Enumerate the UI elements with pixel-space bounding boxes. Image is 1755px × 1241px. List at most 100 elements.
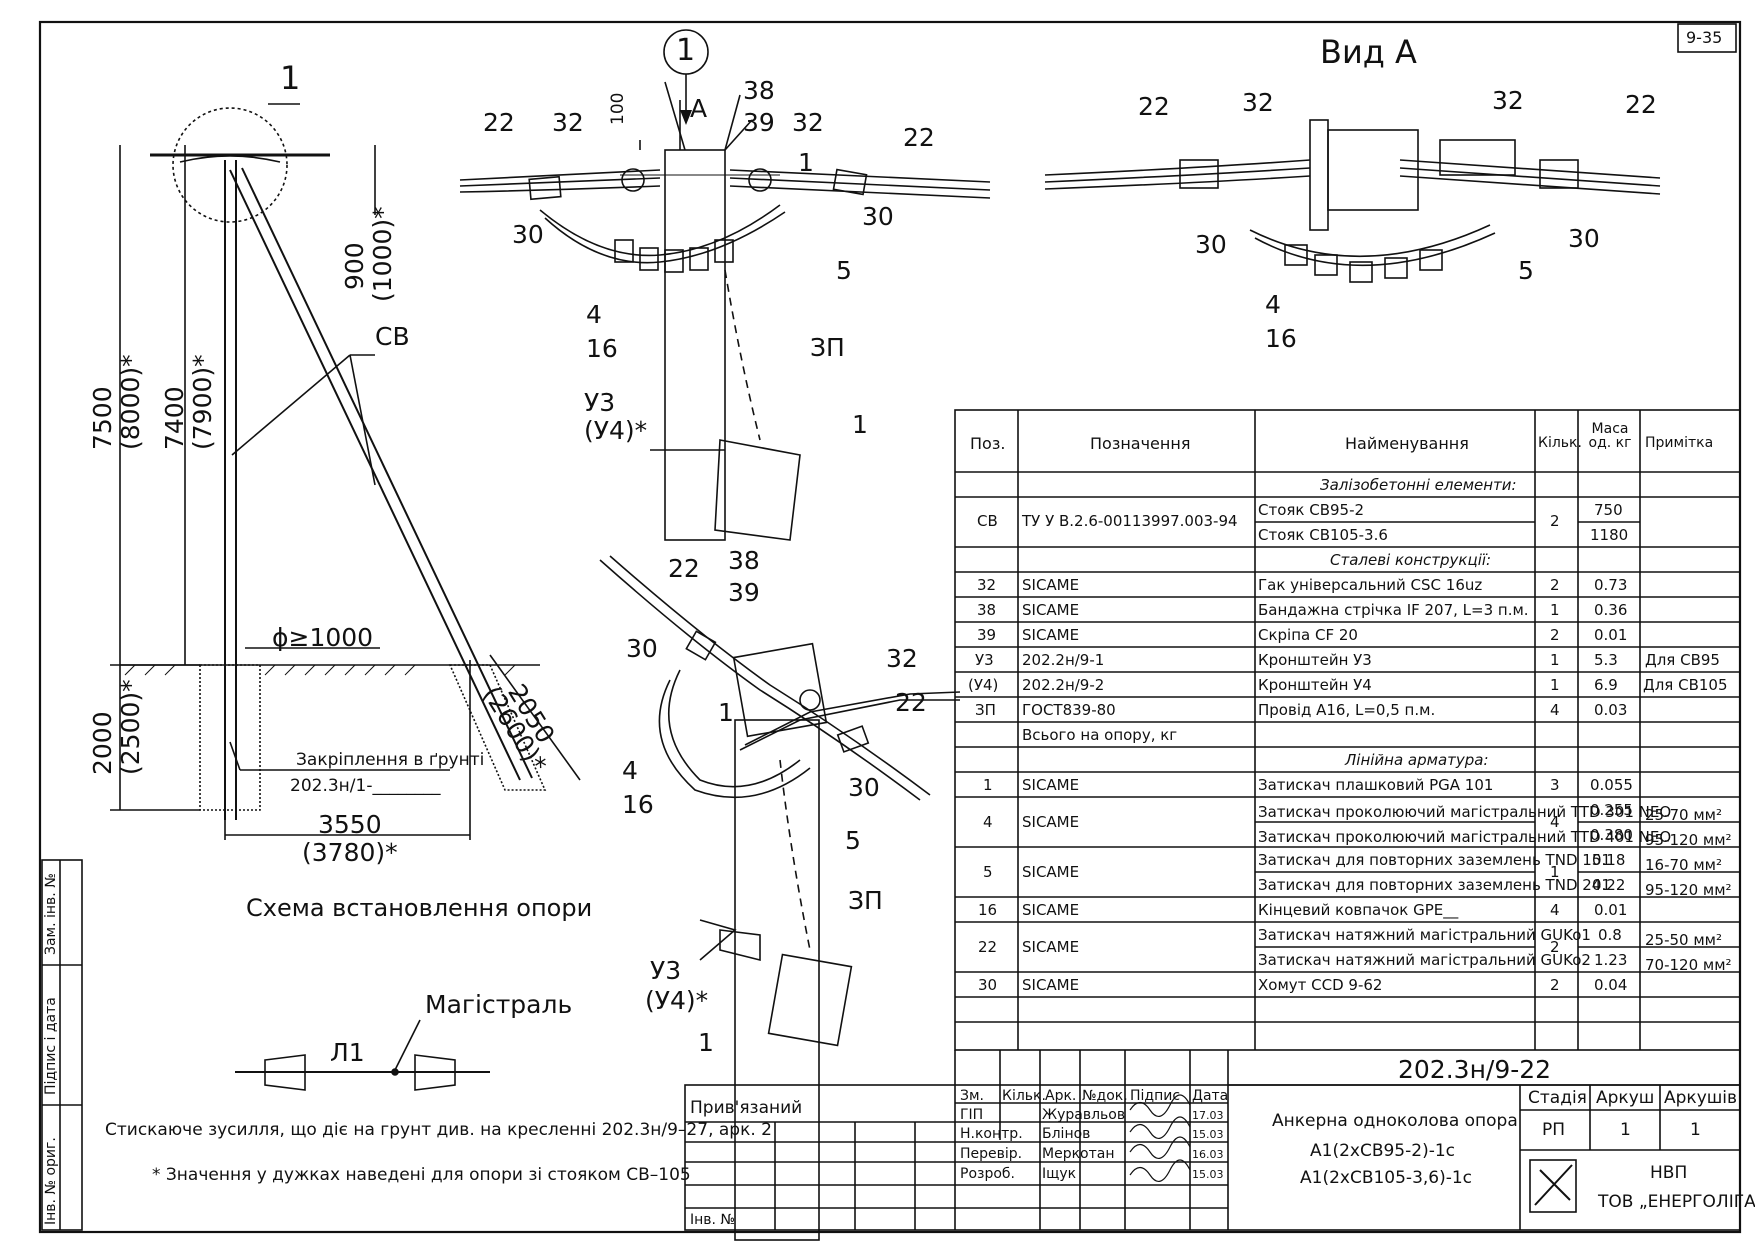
spec-row-mass: 0.18	[1592, 851, 1626, 869]
bd-label-4: 4	[622, 756, 638, 785]
cb-label: СВ	[375, 322, 410, 351]
td-label-100: 100	[608, 92, 628, 125]
tb-desc-2: А1(2хСВ95-2)-1с	[1310, 1141, 1455, 1161]
spec-row-pos: 39	[977, 626, 997, 644]
spec-row-note: 95-120 мм²	[1645, 881, 1732, 899]
spec-row-note: 25-70 мм²	[1645, 806, 1722, 824]
td-label-1a: 1	[798, 148, 814, 177]
tb-col-doc: №док.	[1082, 1088, 1128, 1104]
spec-row-name: Скріпа CF 20	[1258, 626, 1358, 644]
tb-date: 15.03	[1192, 1128, 1224, 1141]
spec-row-qty: 4	[1550, 901, 1560, 919]
spec-row-qty: 1	[1550, 676, 1560, 694]
spec-row-name: Бандажна стрічка IF 207, L=3 п.м.	[1258, 601, 1529, 619]
spec-row-pos: 5	[983, 863, 993, 881]
spec-row-name: Кінцевий ковпачок GPE__	[1258, 901, 1459, 919]
bound-label: Прив'язаний	[690, 1098, 803, 1118]
spec-row-name: Кронштейн У4	[1258, 676, 1372, 694]
spec-header-name: Найменування	[1345, 434, 1469, 453]
spec-row-pos: СВ	[977, 512, 998, 530]
spec-row-mass: 0.255	[1590, 801, 1633, 819]
spec-row-mass: 1.23	[1594, 951, 1628, 969]
bd-label-32: 32	[886, 644, 918, 673]
spec-row-pos: (У4)	[968, 676, 999, 694]
dim-900: 900	[340, 242, 369, 290]
td-label-zp: ЗП	[810, 333, 845, 362]
spec-row-des: SICAME	[1022, 626, 1080, 644]
spec-row-pos: У3	[975, 651, 994, 669]
tb-person: Меркотан	[1042, 1146, 1115, 1162]
dim-1000: (1000)*	[368, 206, 397, 302]
spec-row-pos: 16	[978, 901, 998, 919]
spec-row-qty: 1	[1550, 863, 1560, 881]
va-label-22a: 22	[1138, 92, 1170, 121]
tb-col-zm: Зм.	[960, 1088, 984, 1104]
spec-row-note: 70-120 мм²	[1645, 956, 1732, 974]
view-a-detail	[1044, 119, 1661, 283]
spec-row-pos: 38	[977, 601, 997, 619]
td-label-38: 38	[743, 76, 775, 105]
spec-row-name: Затискач для повторних заземлень TND 241	[1258, 876, 1611, 894]
spec-row-des: SICAME	[1022, 901, 1080, 919]
spec-section-line: Лінійна арматура:	[1345, 751, 1489, 769]
tb-person: Журавльов	[1042, 1107, 1126, 1123]
td-label-32b: 32	[792, 108, 824, 137]
td-label-1b: 1	[852, 410, 868, 439]
spec-row-des: SICAME	[1022, 976, 1080, 994]
bd-label-22a: 22	[668, 554, 700, 583]
spec-row-mass: 0.055	[1590, 776, 1633, 794]
spec-header-pos: Поз.	[970, 434, 1006, 453]
spec-row-name: Хомут CCD 9-62	[1258, 976, 1383, 994]
tb-stage-h: Стадія	[1528, 1088, 1587, 1108]
va-label-16: 16	[1265, 324, 1297, 353]
bd-label-39: 39	[728, 578, 760, 607]
spec-row-note: 95-120 мм²	[1645, 831, 1732, 849]
tb-date: 17.03	[1192, 1109, 1224, 1122]
td-label-30a: 30	[512, 220, 544, 249]
spec-row-qty: 1	[1550, 601, 1560, 619]
spec-row-qty: 2	[1550, 576, 1560, 594]
spec-row-pos: 4	[983, 813, 993, 831]
spec-row-name: Затискач проколюючий магістральний TTD 4…	[1258, 828, 1672, 846]
magistral-title: Магістраль	[425, 990, 573, 1019]
tb-stage: РП	[1542, 1120, 1566, 1140]
magistral-line: Л1	[330, 1038, 365, 1067]
signature-scribbles	[1129, 1094, 1191, 1182]
scheme-callout: 1	[280, 59, 301, 97]
stamp-sign-date: Підпис і дата	[43, 997, 59, 1095]
spec-row-pos: ЗП	[975, 701, 996, 719]
tb-sheets-h: Аркушів	[1664, 1088, 1738, 1108]
tb-date: 15.03	[1192, 1168, 1224, 1181]
td-label-16: 16	[586, 334, 618, 363]
spec-row-name: Затискач для повторних заземлень TND 151	[1258, 851, 1611, 869]
va-label-30a: 30	[1195, 230, 1227, 259]
spec-row-total: Всього на опору, кг	[1022, 726, 1178, 744]
spec-row-qty: 2	[1550, 976, 1560, 994]
tb-role: Перевір.	[960, 1146, 1023, 1162]
phi-label: ϕ≥1000	[272, 623, 374, 652]
bd-label-zp: ЗП	[848, 886, 883, 915]
tb-org1: НВП	[1650, 1163, 1688, 1183]
spec-row-mass: 6.9	[1594, 676, 1618, 694]
tb-desc-1: Анкерна одноколова опора	[1272, 1111, 1518, 1131]
spec-row-mass: 0.8	[1598, 926, 1622, 944]
tb-role: ГІП	[960, 1107, 984, 1123]
spec-header-qty: Кільк.	[1538, 435, 1582, 451]
va-label-32a: 32	[1242, 88, 1274, 117]
spec-row-des: 202.2н/9-1	[1022, 651, 1105, 669]
spec-row-pos: 22	[978, 938, 998, 956]
view-a-title: Вид А	[1320, 33, 1417, 71]
anchoring-label: Закріплення в ґрунті	[296, 750, 485, 770]
spec-section-rc: Залізобетонні елементи:	[1320, 476, 1517, 494]
spec-row-des: ТУ У В.2.6-00113997.003-94	[1022, 512, 1238, 530]
spec-row-name: Кронштейн У3	[1258, 651, 1372, 669]
va-label-32b: 32	[1492, 86, 1524, 115]
spec-row-name: Затискач плашковий PGA 101	[1258, 776, 1494, 794]
dim-8000: (8000)*	[116, 354, 145, 450]
spec-header-designation: Позначення	[1090, 434, 1191, 453]
spec-header-note: Примітка	[1645, 435, 1714, 451]
va-label-5: 5	[1518, 256, 1534, 285]
spec-row-mass: 0.01	[1594, 626, 1628, 644]
note-2: * Значення у дужках наведені для опори з…	[152, 1165, 691, 1185]
spec-row-des: 202.2н/9-2	[1022, 676, 1105, 694]
